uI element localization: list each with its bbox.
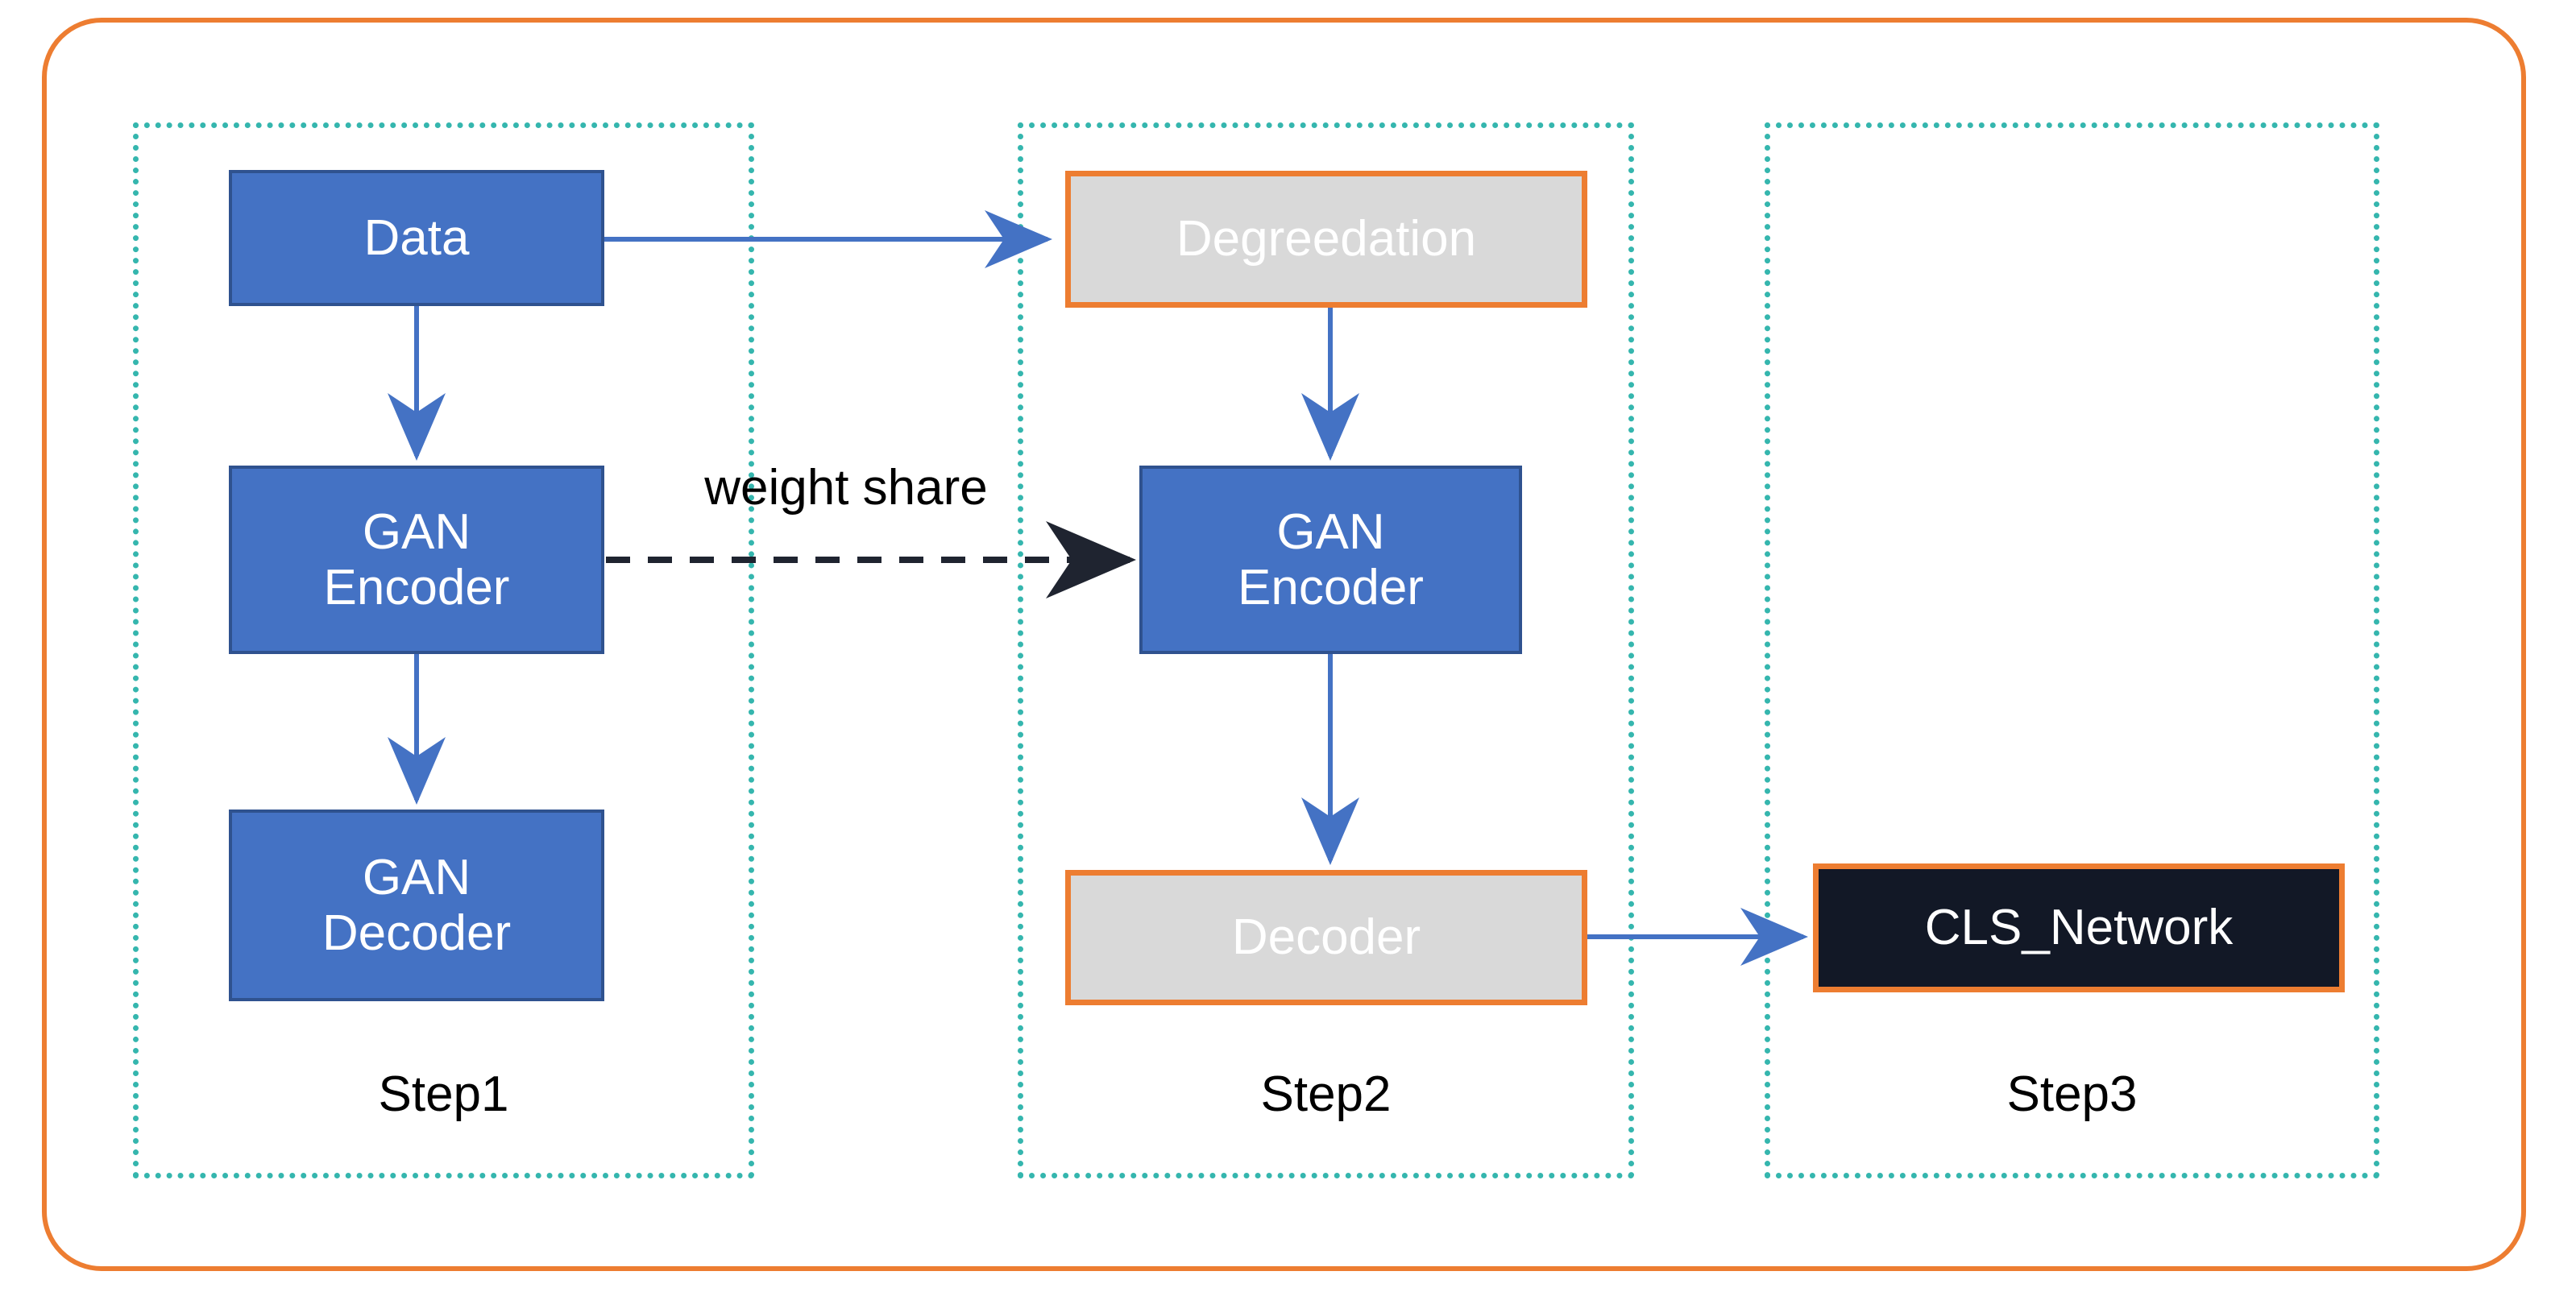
node-cls-network[interactable]: CLS_Network [1813,863,2345,992]
step-label-step2: Step2 [1260,1066,1392,1122]
step-container-step1 [133,122,754,1178]
outer-rounded-frame [42,18,2526,1271]
node-decoder[interactable]: Decoder [1065,870,1587,1005]
edge-label-weight-share: weight share [704,460,988,516]
step-container-step2 [1018,122,1634,1178]
step-label-step1: Step1 [378,1066,509,1122]
step-container-step3 [1765,122,2379,1178]
node-degreedation[interactable]: Degreedation [1065,171,1587,308]
node-gan-decoder-step1[interactable]: GAN Decoder [229,810,604,1001]
node-gan-encoder-step2[interactable]: GAN Encoder [1139,466,1522,654]
node-gan-encoder-step1[interactable]: GAN Encoder [229,466,604,654]
node-data[interactable]: Data [229,170,604,306]
step-label-step3: Step3 [2006,1066,2138,1122]
